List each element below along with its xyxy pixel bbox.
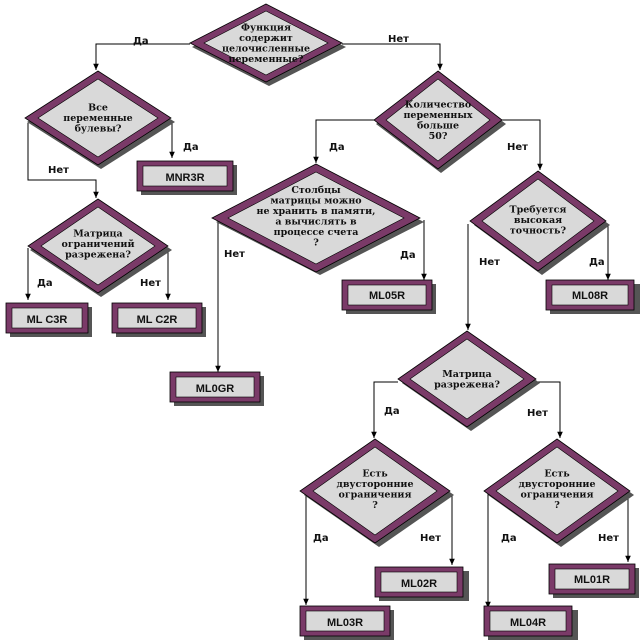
label-q5-no: Нет — [224, 249, 245, 260]
result-ml0gr: ML0GR — [169, 371, 264, 406]
decision-text-line: переменные — [63, 113, 132, 124]
result-mnr3r-label: MNR3R — [165, 172, 204, 184]
decision-text-line: Есть — [362, 468, 388, 479]
label-q9-yes: Да — [501, 533, 517, 544]
result-ml02r-label: ML02R — [401, 578, 437, 590]
label-q6-no: Нет — [479, 257, 500, 268]
result-ml05r-label: ML05R — [369, 290, 405, 302]
decision-text-line: Требуется — [510, 205, 567, 216]
label-q2-yes: Да — [183, 142, 199, 153]
decision-text-line: Все — [88, 103, 108, 114]
label-q6-yes: Да — [589, 257, 605, 268]
label-q9-no: Нет — [598, 533, 619, 544]
decision-text-line: Количество — [405, 99, 471, 110]
edge-q1-q2 — [93, 43, 190, 70]
decision-text-line: а вычислять в — [275, 216, 357, 227]
decision-text-line: двусторонние — [519, 479, 596, 490]
edge-q1-q3 — [342, 43, 443, 70]
decision-text-line: Столбцы — [291, 185, 341, 196]
decision-text-line: Матрица — [73, 229, 122, 240]
result-ml03r: ML03R — [299, 605, 394, 640]
label-q4-no: Нет — [140, 278, 161, 289]
decision-text-line: разрежена? — [65, 250, 131, 261]
edge-q2-q4 — [27, 123, 99, 198]
result-ml03r-label: ML03R — [327, 617, 363, 629]
result-ml01r-label: ML01R — [574, 574, 610, 586]
label-q2-no: Нет — [48, 165, 69, 176]
decision-text-line: разрежена? — [434, 379, 500, 390]
decision-text-line: ? — [554, 500, 560, 511]
decision-text-line: переменные? — [228, 54, 303, 65]
result-mnr3r: MNR3R — [136, 160, 237, 195]
edge-q7-q8 — [371, 381, 398, 438]
label-q3-yes: Да — [329, 142, 345, 153]
result-ml05r: ML05R — [341, 279, 436, 314]
decision-text-line: Функция — [241, 22, 291, 33]
result-ml02r: ML02R — [374, 566, 469, 601]
result-mlc3r-label: ML C3R — [27, 314, 68, 326]
decision-text-line: матрицы можно — [270, 195, 361, 206]
label-q7-yes: Да — [384, 406, 400, 417]
connectors — [25, 43, 631, 608]
decision-text-line: переменных — [403, 110, 472, 121]
decision-text-line: Есть — [544, 468, 570, 479]
result-mlc3r: ML C3R — [5, 302, 92, 337]
label-q8-no: Нет — [420, 533, 441, 544]
label-q5-yes: Да — [400, 250, 416, 261]
result-mlc2r: ML C2R — [111, 302, 206, 337]
decision-text-line: больше — [417, 120, 459, 131]
decision-text-line: Матрица — [442, 369, 491, 380]
result-ml0gr-label: ML0GR — [196, 383, 235, 395]
decision-text-line: ограничений — [62, 239, 135, 250]
label-q8-yes: Да — [313, 533, 329, 544]
decision-text-line: ограничения — [521, 489, 594, 500]
result-ml08r: ML08R — [545, 279, 640, 314]
result-ml01r: ML01R — [548, 563, 639, 598]
label-q1-no: Нет — [388, 34, 409, 45]
edge-q3-q6 — [502, 119, 543, 170]
decision-text-line: ограничения — [339, 489, 412, 500]
result-ml08r-label: ML08R — [572, 290, 608, 302]
decision-text-line: ? — [313, 237, 319, 248]
decision-text-line: не хранить в памяти, — [257, 206, 376, 217]
decision-text-line: 50? — [429, 131, 448, 142]
decision-text-line: ? — [372, 500, 378, 511]
decision-text-line: двусторонние — [337, 479, 414, 490]
decision-text-line: целочисленные — [222, 43, 310, 54]
decision-text-line: точность? — [510, 226, 567, 237]
label-q7-no: Нет — [527, 408, 548, 419]
label-q3-no: Нет — [507, 142, 528, 153]
label-q4-yes: Да — [37, 278, 53, 289]
decision-text-line: булевы? — [75, 124, 122, 135]
label-q1-yes: Да — [133, 36, 149, 47]
result-mlc2r-label: ML C2R — [137, 314, 178, 326]
edge-labels: Да Нет Да Нет Да Нет Да Нет Нет Да Да Не… — [37, 34, 619, 544]
result-ml04r-label: ML04R — [510, 617, 546, 629]
decision-text-line: содержит — [239, 33, 293, 44]
edge-q7-q9 — [536, 381, 563, 438]
edge-q3-q5 — [313, 119, 374, 163]
decision-text-line: процессе счета — [274, 227, 359, 238]
decision-text-line: высокая — [514, 215, 562, 226]
result-ml04r: ML04R — [483, 605, 578, 640]
